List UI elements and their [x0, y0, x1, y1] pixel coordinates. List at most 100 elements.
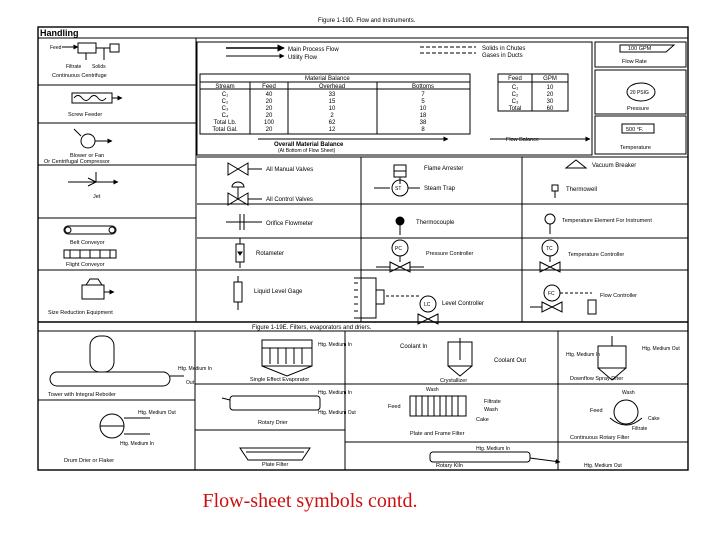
- spray-htg-out-label: Htg. Medium Out: [642, 346, 680, 352]
- jet-label: Jet: [93, 194, 101, 200]
- spray-drier-icon: [598, 336, 626, 380]
- drum-drier-icon: [100, 414, 150, 438]
- table-cell: 5: [421, 99, 425, 105]
- evaporator-icon: [262, 340, 312, 376]
- table-cell: 15: [329, 99, 336, 105]
- thermowell-icon: [552, 185, 558, 198]
- rotameter-label: Rotameter: [256, 251, 284, 257]
- table-cell: C₃: [512, 99, 519, 105]
- table-cell: 60: [547, 106, 554, 112]
- crystallizer-icon: [448, 338, 472, 376]
- flow-balance-label: Flow Balance: [506, 137, 539, 143]
- table-cell: Total Gal.: [212, 127, 238, 133]
- table-cell: 20: [547, 92, 554, 98]
- table-cell: 20: [266, 99, 273, 105]
- flight-conveyor-icon: [64, 250, 116, 258]
- table-cell: 20: [266, 113, 273, 119]
- flame-arrester-label: Flame Arrester: [424, 166, 463, 172]
- table-cell: 62: [329, 120, 336, 126]
- table-cell: 2: [330, 113, 334, 119]
- table-cell: Total: [509, 106, 522, 112]
- table-header-cell: Feed: [262, 84, 276, 90]
- jet-icon: [68, 172, 118, 186]
- pressure-controller-icon: [376, 240, 424, 272]
- size-reduction-icon: [82, 279, 114, 299]
- rf-cake-label: Cake: [648, 416, 660, 422]
- tower-htg-in-label: Htg. Medium In: [178, 366, 212, 372]
- level-gage-icon: [234, 276, 242, 310]
- steam-trap-label: Steam Trap: [424, 186, 456, 192]
- table-header-cell: Bottoms: [412, 84, 434, 90]
- orifice-flowmeter-icon: [226, 214, 262, 230]
- orifice-label: Orifice Flowmeter: [266, 221, 313, 227]
- table-header-cell: Feed: [508, 76, 522, 82]
- rotary-kiln-icon: [430, 452, 560, 462]
- rotary-drier-icon: [222, 396, 320, 410]
- ff-filtrate-label: Filtrate: [484, 399, 501, 405]
- ff-wash-label: Wash: [426, 387, 439, 393]
- table-cell: 7: [421, 92, 425, 98]
- figure-b-title: Figure 1-19E. Filters, evaporators and d…: [252, 325, 372, 331]
- rf-wash-label: Wash: [622, 390, 635, 396]
- belt-conveyor-label: Belt Conveyor: [70, 240, 105, 246]
- temperature-label: Temperature: [620, 145, 651, 151]
- thermocouple-icon: [396, 217, 404, 235]
- tc-tag: TC: [546, 246, 553, 252]
- level-controller-label: Level Controller: [442, 301, 484, 307]
- drum-htg-out-label: Htg. Medium Out: [138, 410, 176, 416]
- table-cell: C₃: [222, 106, 229, 112]
- table-cell: 38: [420, 120, 427, 126]
- vacuum-breaker-icon: [566, 160, 586, 168]
- thermowell-label: Thermowell: [566, 187, 597, 193]
- drum-htg-in-label: Htg. Medium In: [120, 441, 154, 447]
- pressure-controller-label: Pressure Controller: [426, 251, 474, 257]
- table-cell: 20: [266, 127, 273, 133]
- solids-label: Solids: [92, 64, 106, 70]
- temp-element-label: Temperature Element For Instrument: [562, 218, 652, 224]
- rotary-kiln-label: Rotary Kiln: [436, 463, 463, 469]
- table-cell: C₂: [222, 99, 229, 105]
- main-flow-label: Main Process Flow: [288, 47, 339, 53]
- tower-icon: [50, 336, 184, 386]
- spray-drier-label: Downflow Spray Drier: [570, 376, 623, 382]
- table-cell: 30: [547, 99, 554, 105]
- material-balance-table: Material Balance StreamFeedOverheadBotto…: [200, 74, 470, 154]
- size-reduction-label: Size Reduction Equipment: [48, 310, 113, 316]
- manual-valves-label: All Manual Valves: [266, 167, 313, 173]
- material-balance-title: Material Balance: [305, 76, 350, 82]
- screw-feeder-label: Screw Feeder: [68, 112, 102, 118]
- rotary-htg-out-label: Htg. Medium Out: [318, 410, 356, 416]
- tower-out-label: Out: [186, 380, 195, 386]
- crystallizer-label: Crystallizer: [440, 378, 467, 384]
- flight-conveyor-label: Flight Conveyor: [66, 262, 105, 268]
- lc-tag: LC: [424, 302, 431, 308]
- kiln-htg-in-label: Htg. Medium In: [476, 446, 510, 452]
- solids-chutes-label: Solids in Chutes: [482, 46, 525, 52]
- slide-caption: Flow-sheet symbols contd.: [0, 490, 620, 513]
- tower-label: Tower with Integral Reboiler: [48, 392, 116, 398]
- flow-rate-label: Flow Rate: [622, 59, 647, 65]
- table-cell: 100: [264, 120, 275, 126]
- table-cell: 40: [266, 92, 273, 98]
- temperature-element-icon: [545, 214, 555, 234]
- kiln-htg-out-label: Htg. Medium Out: [584, 463, 622, 469]
- pressure-value: 20 PSIG: [630, 90, 649, 96]
- compressor-label: Or Centrifugal Compressor: [44, 159, 110, 165]
- level-controller-icon: [354, 278, 438, 324]
- manual-valve-icon: [228, 163, 262, 175]
- table-cell: 12: [329, 127, 336, 133]
- flow-balance-table: FeedGPMC₁10C₂20C₃30Total60 Flow Balance: [490, 74, 590, 143]
- table-cell: C₁: [222, 92, 228, 98]
- coolant-in-label: Coolant In: [400, 344, 427, 350]
- rotary-filter-icon: [610, 400, 642, 425]
- plate-filter-icon: [240, 448, 310, 460]
- drum-drier-label: Drum Drier or Flaker: [64, 458, 114, 464]
- control-valve-icon: [228, 182, 262, 205]
- overall-balance-sub: (At Bottom of Flow Sheet): [278, 148, 336, 154]
- blower-icon: [74, 129, 112, 148]
- centrifuge-icon: [62, 43, 119, 60]
- rotary-drier-label: Rotary Drier: [258, 420, 288, 426]
- table-cell: C₂: [512, 92, 519, 98]
- table-cell: 20: [266, 106, 273, 112]
- temperature-value: 500 °F.: [626, 127, 644, 133]
